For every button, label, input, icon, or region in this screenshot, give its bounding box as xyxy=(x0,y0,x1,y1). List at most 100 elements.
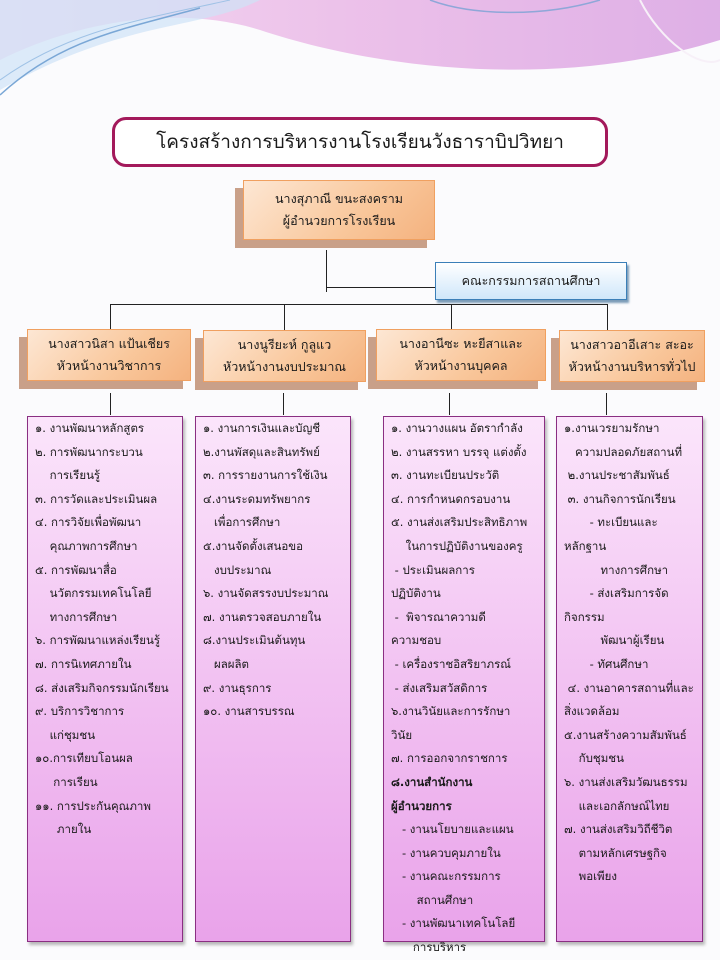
duty-list-item: ๑. งานพัฒนาหลักสูตร xyxy=(35,421,145,435)
duty-list-item: ๒. งานสรรหา บรรจุ แต่งตั้ง xyxy=(391,444,527,459)
connector-line xyxy=(326,250,327,292)
duty-list-item: กิจกรรม xyxy=(564,609,605,624)
head-position: หัวหน้างานบริหารทั่วไป xyxy=(568,359,696,374)
duty-list-item: ๕. การพัฒนาสื่อ xyxy=(35,562,117,577)
director-box: นางสุภาณี ขนะสงคราม ผู้อำนวยการโรงเรียน xyxy=(243,180,435,240)
duty-list-item: ๗. งานตรวจสอบภายใน xyxy=(203,609,322,624)
duty-list-item: - ทะเบียนและ xyxy=(564,515,658,530)
duty-list-item: ผลผลิต xyxy=(203,656,250,671)
duty-list-item: - งานคณะกรรมการ xyxy=(391,869,501,884)
duty-list-item: ๗. งานส่งเสริมวิถีชีวิต xyxy=(564,822,673,837)
duty-list-item: ความชอบ xyxy=(391,633,442,648)
duty-list-item: วินัย xyxy=(391,727,413,742)
duty-list-item: ๑๐. งานสารบรรณ xyxy=(203,704,295,719)
duty-list-item: กับชุมชน xyxy=(564,751,624,766)
duty-list-item: การเรียน xyxy=(35,774,98,789)
duty-list-item: และเอกลักษณ์ไทย xyxy=(564,798,670,813)
duty-list-item: ปฏิบัติงาน xyxy=(391,586,441,601)
duty-list-item: - งานควบคุมภายใน xyxy=(391,845,501,860)
duty-list-item: ๗. การออกจากราชการ xyxy=(391,751,508,766)
head-name: นางสาวนิสา แป้นเชียร xyxy=(48,336,170,351)
duty-list-general: ๑.งานเวรยามรักษา ความปลอดภัยสถานที่ ๒.งา… xyxy=(556,416,703,942)
duty-list-item: - งานนโยบายและแผน xyxy=(391,822,514,837)
duty-list-item: พอเพียง xyxy=(564,869,617,884)
connector-line xyxy=(110,304,608,305)
connector-line xyxy=(606,393,607,415)
duty-list-item: สิ่งแวดล้อม xyxy=(564,704,620,719)
duty-list-item: ๔. งานอาคารสถานที่และ xyxy=(564,680,694,695)
duty-list-item: ๘.งานสำนักงาน xyxy=(391,774,473,789)
duty-list-item: ๒. การพัฒนากระบวน xyxy=(35,444,143,459)
duty-list-item: - ส่งเสริมการจัด xyxy=(564,586,669,601)
duty-list-item: สถานศึกษา xyxy=(391,892,474,907)
director-position: ผู้อำนวยการโรงเรียน xyxy=(282,213,396,228)
duty-list-item: แก่ชุมชน xyxy=(35,727,96,742)
head-box-general: นางสาวอาอีเสาะ สะอะ หัวหน้างานบริหารทั่ว… xyxy=(559,330,705,382)
duty-list-item: ผู้อำนวยการ xyxy=(391,798,452,813)
duty-list-item: ๑๐.การเทียบโอนผล xyxy=(35,751,133,766)
duty-list-item: - งานพัฒนาเทคโนโลยี xyxy=(391,916,516,931)
duty-list-item: ๙. บริการวิชาการ xyxy=(35,704,125,719)
duty-list-item: นวัตกรรมเทคโนโลยี xyxy=(35,586,152,601)
head-name: นางสาวอาอีเสาะ สะอะ xyxy=(570,337,694,352)
director-name: นางสุภาณี ขนะสงคราม xyxy=(275,191,403,206)
duty-list-item: การเรียนรู้ xyxy=(35,468,101,483)
head-box-academic: นางสาวนิสา แป้นเชียร หัวหน้างานวิชาการ xyxy=(27,329,191,381)
duty-list-item: ๔.งานระดมทรัพยากร xyxy=(203,491,311,506)
duty-list-item: - ประเมินผลการ xyxy=(391,562,475,577)
duty-list-item: หลักฐาน xyxy=(564,538,607,553)
duty-list-item: ๖. งานส่งเสริมวัฒนธรรม xyxy=(564,774,688,789)
duty-list-item: ๖. การพัฒนาแหล่งเรียนรู้ xyxy=(35,633,161,648)
connector-line xyxy=(110,393,111,415)
duty-list-item: - เครื่องราชอิสริยาภรณ์ xyxy=(391,656,511,671)
chart-title: โครงสร้างการบริหารงานโรงเรียนวังธาราบิปว… xyxy=(112,117,608,167)
head-position: หัวหน้างานวิชาการ xyxy=(56,358,162,373)
duty-list-personnel: ๑. งานวางแผน อัตรากำลัง๒. งานสรรหา บรรจุ… xyxy=(383,416,545,954)
committee-label: คณะกรรมการสถานศึกษา xyxy=(461,273,601,288)
duty-list-item: ๔. การวิจัยเพื่อพัฒนา xyxy=(35,515,142,530)
connector-line xyxy=(607,304,608,330)
duty-list-item: ๑๑. การประกันคุณภาพ xyxy=(35,798,151,813)
duty-list-academic: ๑. งานพัฒนาหลักสูตร๒. การพัฒนากระบวน การ… xyxy=(27,416,183,942)
duty-list-item: ๘.งานประเมินต้นทุน xyxy=(203,633,306,648)
duty-list-item: ตามหลักเศรษฐกิจ xyxy=(564,845,667,860)
connector-line xyxy=(284,304,285,330)
duty-list-item: ๕. งานส่งเสริมประสิทธิภาพ xyxy=(391,515,528,530)
duty-list-item: ๒.งานพัสดุและสินทรัพย์ xyxy=(203,444,320,459)
duty-list-item: - พิจารณาความดี xyxy=(391,609,486,624)
duty-list-item: ๕.งานสร้างความสัมพันธ์ xyxy=(564,727,687,742)
duty-list-item: งบประมาณ xyxy=(203,562,272,577)
connector-line xyxy=(326,287,435,288)
head-box-personnel: นางอานีซะ หะยีสาและ หัวหน้างานบุคคล xyxy=(376,329,546,381)
duty-list-item: ๖.งานวินัยและการรักษา xyxy=(391,704,511,719)
duty-list-item: คุณภาพการศึกษา xyxy=(35,538,138,553)
duty-list-item: ๒.งานประชาสัมพันธ์ xyxy=(564,468,670,483)
duty-list-item: ๙. งานธุรการ xyxy=(203,680,272,695)
connector-line xyxy=(110,304,111,330)
duty-list-budget: ๑. งานการเงินและบัญชี๒.งานพัสดุและสินทรั… xyxy=(195,416,351,942)
head-box-budget: นางนูรียะห์ กูลูแว หัวหน้างานงบประมาณ xyxy=(203,330,366,382)
committee-box: คณะกรรมการสถานศึกษา xyxy=(435,262,627,300)
connector-line xyxy=(283,393,284,415)
duty-list-item: - ทัศนศึกษา xyxy=(564,656,649,671)
duty-list-item: ทางการศึกษา xyxy=(35,609,118,624)
duty-list-item: ๗. การนิเทศภายใน xyxy=(35,656,132,671)
duty-list-item: พัฒนาผู้เรียน xyxy=(564,633,665,648)
decorative-swoosh xyxy=(0,0,720,96)
duty-list-item: ๖. งานจัดสรรงบประมาณ xyxy=(203,586,329,601)
head-name: นางอานีซะ หะยีสาและ xyxy=(399,336,523,351)
duty-list-item: ๑. งานวางแผน อัตรากำลัง xyxy=(391,421,523,435)
duty-list-item: ในการปฏิบัติงานของครู xyxy=(391,538,523,553)
duty-list-item: ความปลอดภัยสถานที่ xyxy=(564,444,683,459)
duty-list-item: - ส่งเสริมสวัสดิการ xyxy=(391,680,488,695)
duty-list-item: ๓. งานกิจการนักเรียน xyxy=(564,491,676,506)
duty-list-item: ๓. การรายงานการใช้เงิน xyxy=(203,468,328,483)
duty-list-item: ๘. ส่งเสริมกิจกรรมนักเรียน xyxy=(35,680,169,695)
connector-line xyxy=(451,304,452,330)
duty-list-item: เพื่อการศึกษา xyxy=(203,515,281,530)
head-position: หัวหน้างานบุคคล xyxy=(414,358,508,373)
duty-list-item: การบริหาร xyxy=(391,940,467,955)
head-name: นางนูรียะห์ กูลูแว xyxy=(237,337,332,352)
connector-line xyxy=(449,393,450,415)
duty-list-item: ๔. การกำหนดกรอบงาน xyxy=(391,491,511,506)
